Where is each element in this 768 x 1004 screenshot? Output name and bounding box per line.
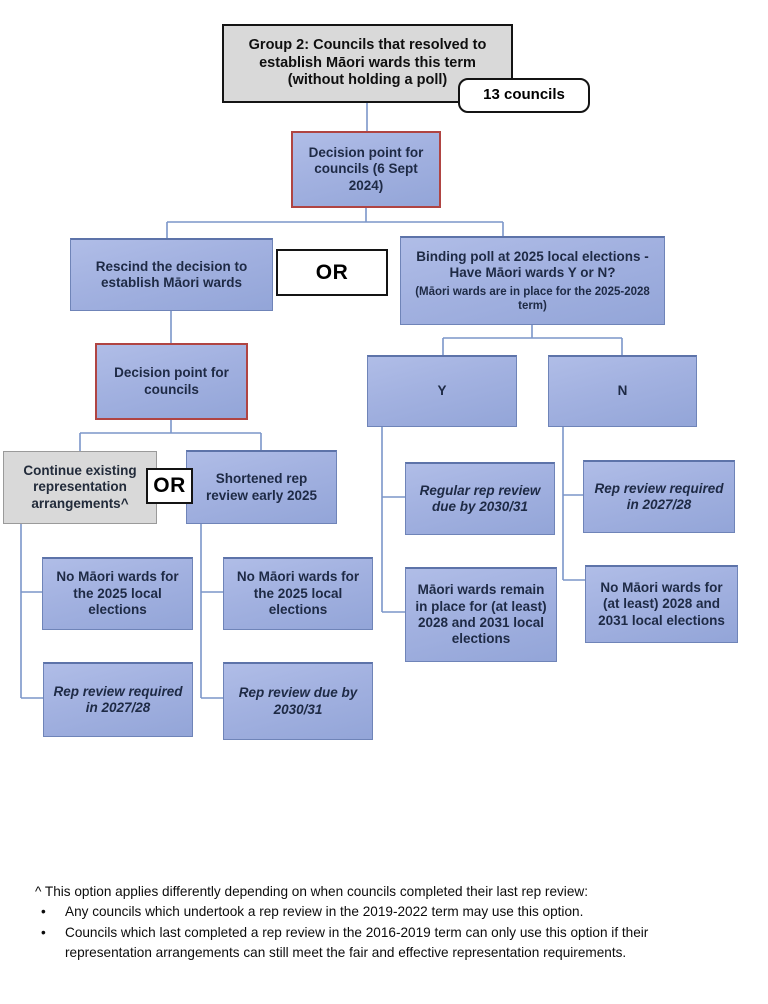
no-maori-wards-2025-mid-box: No Māori wards for the 2025 local electi… [223, 557, 373, 630]
or-box-1: OR [276, 249, 388, 296]
poll-no-box: N [548, 355, 697, 427]
decision-point-2-box: Decision point for councils [95, 343, 248, 420]
or-box-2: OR [146, 468, 193, 504]
footnote-bullet-2: • Councils which last completed a rep re… [41, 923, 735, 964]
poll-yes-box: Y [367, 355, 517, 427]
rep-review-due-box: Rep review due by 2030/31 [223, 662, 373, 740]
footnote-intro: ^ This option applies differently depend… [35, 884, 588, 899]
councils-count-badge: 13 councils [458, 78, 590, 113]
footnote-bullet-1: • Any councils which undertook a rep rev… [41, 902, 735, 922]
rep-review-required-left-box: Rep review required in 2027/28 [43, 662, 193, 737]
no-maori-wards-2028-31-box: No Māori wards for (at least) 2028 and 2… [585, 565, 738, 643]
group2-root-box: Group 2: Councils that resolved to estab… [222, 24, 513, 103]
binding-poll-box: Binding poll at 2025 local elections - H… [400, 236, 665, 325]
bullet-icon: • [41, 924, 46, 940]
rescind-decision-box: Rescind the decision to establish Māori … [70, 238, 273, 311]
rep-review-required-right-box: Rep review required in 2027/28 [583, 460, 735, 533]
binding-poll-subtitle: (Māori wards are in place for the 2025-2… [415, 285, 650, 312]
decision-point-1-box: Decision point for councils (6 Sept 2024… [291, 131, 441, 208]
footnote: ^ This option applies differently depend… [35, 882, 735, 964]
no-maori-wards-2025-left-box: No Māori wards for the 2025 local electi… [42, 557, 193, 630]
continue-arrangements-box: Continue existing representation arrange… [3, 451, 157, 524]
binding-poll-title: Binding poll at 2025 local elections - H… [416, 249, 649, 281]
binding-poll-text: Binding poll at 2025 local elections - H… [407, 249, 658, 313]
bullet-icon: • [41, 904, 46, 920]
regular-rep-review-box: Regular rep review due by 2030/31 [405, 462, 555, 535]
shortened-rep-review-box: Shortened rep review early 2025 [186, 450, 337, 524]
maori-wards-remain-box: Māori wards remain in place for (at leas… [405, 567, 557, 662]
